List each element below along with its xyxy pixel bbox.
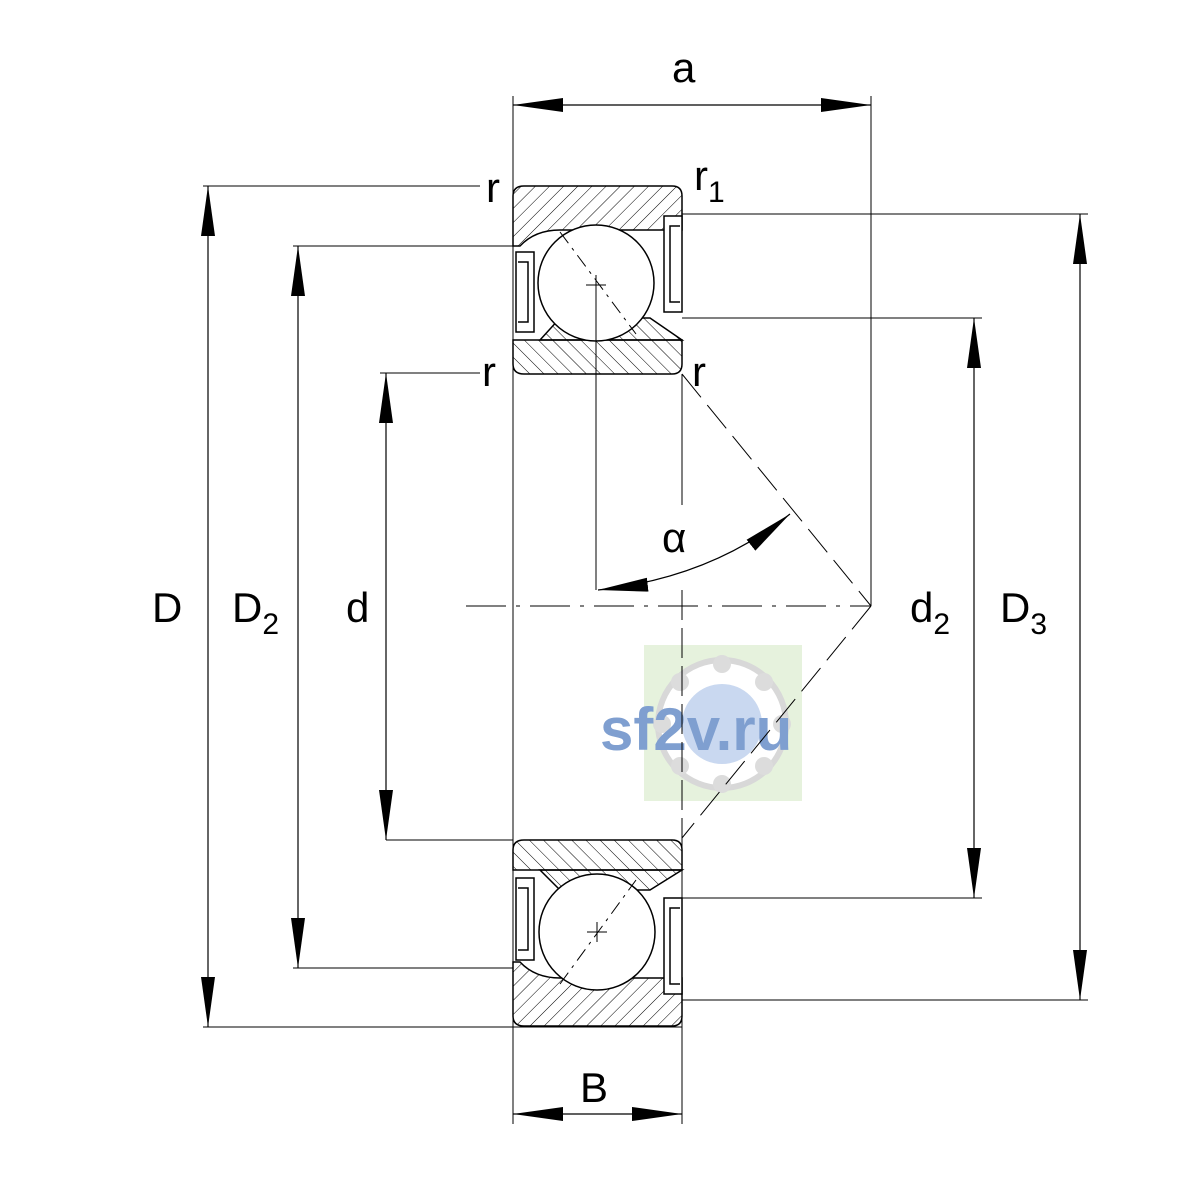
seal-right-bottom bbox=[663, 897, 683, 995]
label-d2: d2 bbox=[910, 584, 950, 641]
label-B: B bbox=[580, 1064, 608, 1111]
watermark-text: sf2v.ru bbox=[600, 696, 792, 763]
label-D3: D3 bbox=[1000, 584, 1047, 641]
label-d: d bbox=[346, 584, 369, 631]
watermark: sf2v.ru bbox=[600, 645, 802, 801]
label-a: a bbox=[672, 44, 696, 91]
bearing-section-bottom bbox=[512, 839, 685, 1027]
seal-left-bottom bbox=[515, 877, 535, 961]
label-r1: r1 bbox=[694, 152, 725, 209]
label-r-top-left: r bbox=[486, 164, 500, 211]
seal-left-top bbox=[515, 251, 535, 333]
outer-ring-top bbox=[512, 185, 683, 247]
label-r-inner-right: r bbox=[692, 348, 706, 395]
labels: a B D D2 d d2 D3 α r r1 r r bbox=[152, 44, 1047, 1111]
dimension-lines bbox=[201, 98, 1087, 1121]
contact-line-upper bbox=[681, 373, 872, 607]
bearing-section-top bbox=[512, 185, 685, 375]
outer-ring-bottom bbox=[512, 961, 683, 1027]
inner-ring-top bbox=[512, 339, 683, 375]
inner-ring-bottom bbox=[512, 839, 683, 871]
watermark-bearing-core bbox=[682, 684, 762, 764]
seal-right-top bbox=[663, 215, 683, 313]
extension-lines bbox=[203, 96, 1088, 1124]
label-alpha: α bbox=[662, 514, 686, 561]
label-r-inner-left: r bbox=[482, 348, 496, 395]
label-D2: D2 bbox=[232, 584, 279, 641]
label-D: D bbox=[152, 584, 182, 631]
dim-alpha-arc bbox=[597, 513, 791, 592]
contact-line-lower bbox=[681, 605, 872, 839]
